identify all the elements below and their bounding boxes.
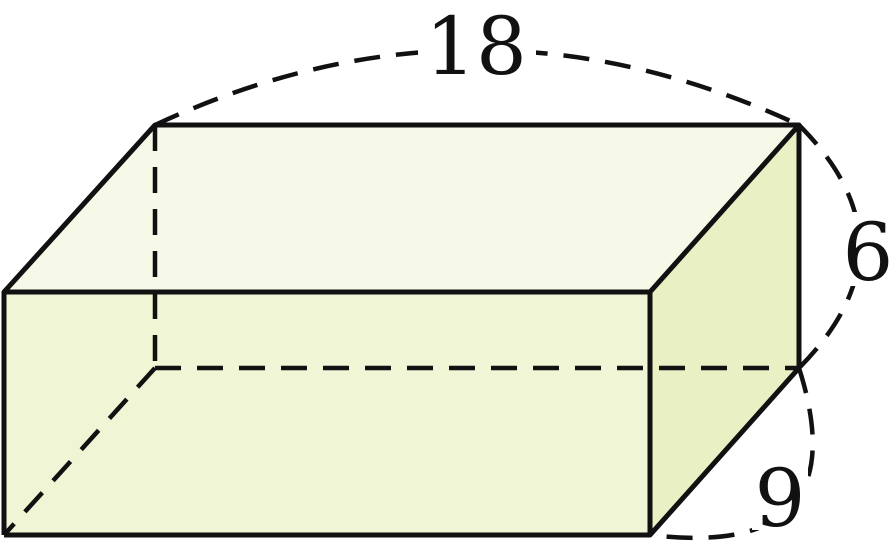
hidden-edge-left-bottom-diagonal: [2, 366, 157, 537]
height-label: 6: [843, 206, 894, 299]
length-brace: [154, 47, 800, 128]
depth-label-background: [752, 458, 808, 530]
depth-label: 9: [755, 452, 806, 545]
top-face: [4, 125, 799, 292]
length-label: 18: [425, 0, 527, 93]
right-side-face: [650, 125, 799, 535]
length-label-background: [418, 10, 536, 80]
front-face: [4, 292, 650, 535]
height-label-background: [842, 212, 892, 286]
